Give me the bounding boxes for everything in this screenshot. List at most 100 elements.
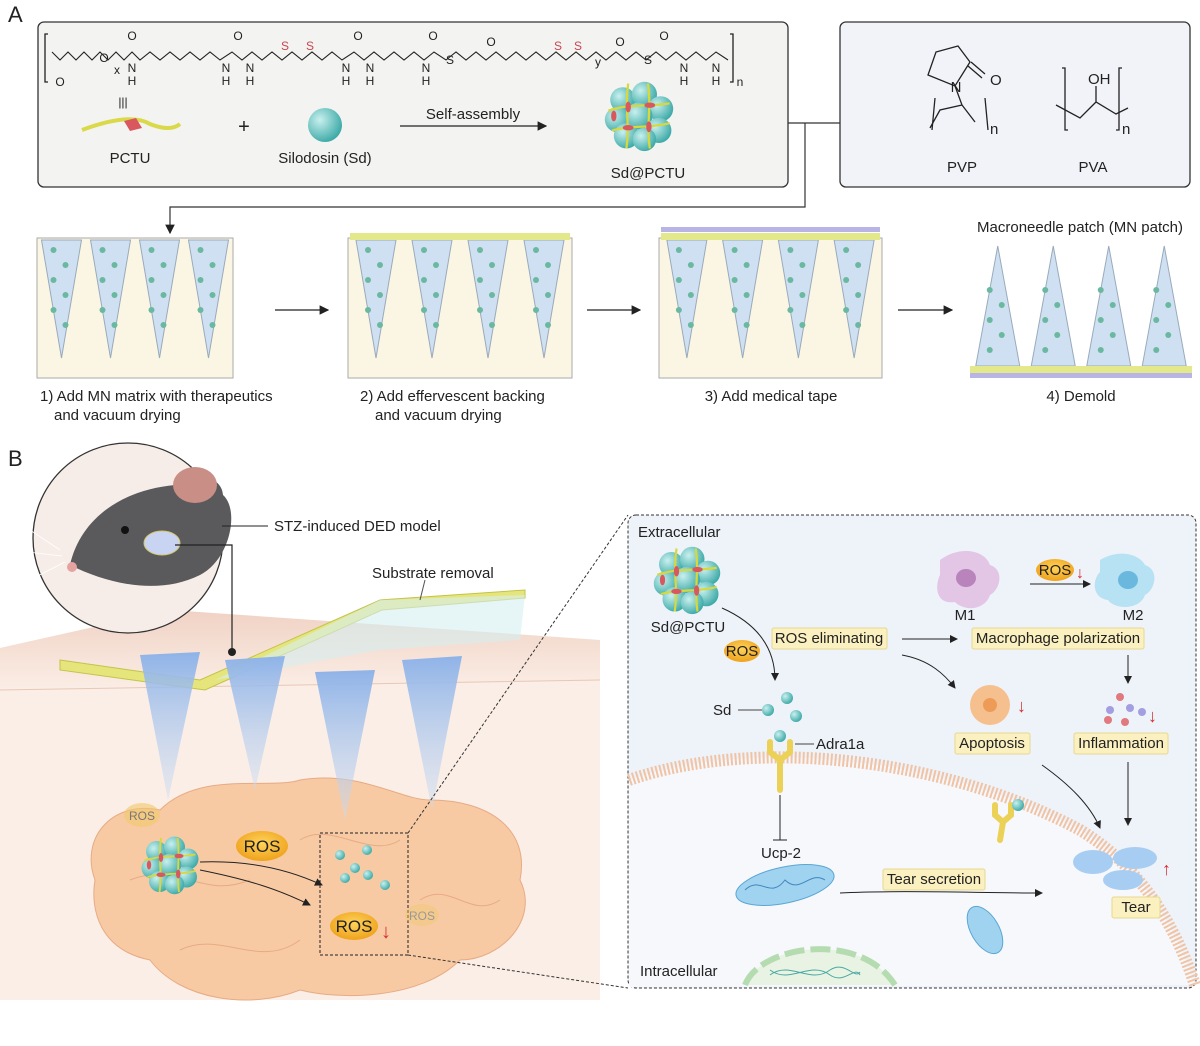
adra1a-receptor-icon [992, 802, 1014, 843]
atom-label: N [246, 61, 255, 75]
decrease-arrow: ↓ [381, 921, 391, 943]
step-1-illustration [36, 237, 234, 379]
atom-label: O [615, 35, 624, 49]
m2-label: M2 [1123, 607, 1144, 624]
step-4-illustration [970, 245, 1192, 378]
disulfide-icon [124, 118, 142, 131]
adra1a-receptor-icon [767, 739, 793, 793]
cristae [744, 877, 826, 891]
microneedle-icon [402, 656, 462, 810]
m1-label: M1 [955, 607, 976, 624]
decrease-arrow: ↓ [1076, 565, 1084, 582]
atom-label: S [281, 39, 289, 53]
ros-badge-faded [124, 803, 160, 827]
nanoparticle-label: Sd@PCTU [611, 165, 685, 182]
tear-label: Tear [1121, 899, 1150, 916]
atom-label: N [128, 61, 137, 75]
pva-oh: OH [1088, 71, 1111, 88]
model-label: STZ-induced DED model [274, 518, 441, 535]
arrow [839, 888, 1043, 897]
ros-eliminating-label: ROS eliminating [775, 630, 883, 647]
self-assembly-label: Self-assembly [426, 106, 521, 123]
atom-label: H [422, 74, 431, 88]
decrease-arrow: ↓ [1148, 706, 1157, 726]
apoptosis-box [954, 732, 1031, 755]
pva-subscript: n [1122, 121, 1130, 138]
m1-nucleus [956, 569, 976, 587]
tear-secretion-box [882, 868, 986, 891]
atom-label: O [353, 29, 362, 43]
inhibition-line [773, 795, 787, 841]
pvp-n-atom: N [951, 79, 962, 96]
pva-label: PVA [1079, 159, 1108, 176]
step-1-label-line2: and vacuum drying [54, 407, 181, 424]
increase-arrow: ↑ [1162, 859, 1171, 879]
ros-label-faded: ROS [409, 909, 435, 923]
pvp-subscript: n [990, 121, 998, 138]
microneedle-icon [315, 670, 375, 820]
triple-bond-symbol: ||| [118, 95, 127, 109]
tear-droplets-icon [1073, 847, 1157, 890]
sd-label: Sd [713, 702, 731, 719]
atom-label: x [114, 63, 120, 77]
model-pointer-line [175, 544, 233, 652]
atom-label: O [55, 75, 64, 89]
ros-badge-faded [405, 904, 439, 926]
atom-label: O [659, 29, 668, 43]
step-3-label: 3) Add medical tape [705, 388, 838, 405]
silodosin-particles [762, 692, 802, 742]
pctu-box [37, 21, 789, 188]
cytokines-icon [1104, 693, 1146, 726]
step-4-label: 4) Demold [1046, 388, 1115, 405]
step-2-label-line2: and vacuum drying [375, 407, 502, 424]
patch-title: Macroneedle patch (MN patch) [977, 219, 1183, 236]
atom-label: O [428, 29, 437, 43]
ros-label: ROS [1039, 562, 1072, 579]
atom-label: O [233, 29, 242, 43]
atom-label: S [446, 53, 454, 67]
step-2-label-line1: 2) Add effervescent backing [360, 388, 545, 405]
dna-icon [769, 966, 861, 979]
step-3-illustration [658, 227, 883, 379]
panel-a-letter: A [8, 2, 23, 27]
atom-label: H [712, 74, 721, 88]
ros-eliminating-box [771, 627, 888, 650]
atom-label: H [246, 74, 255, 88]
atom-label: N [342, 61, 351, 75]
mitochondrion-icon [735, 864, 835, 906]
ros-badge [330, 912, 378, 940]
extracellular-label: Extracellular [638, 524, 721, 541]
arrow [199, 861, 323, 886]
nanoparticle-label: Sd@PCTU [651, 619, 725, 636]
atom-label: H [128, 74, 137, 88]
silodosin-icon [308, 108, 342, 142]
zoom-line [407, 954, 629, 989]
polymer-box [839, 21, 1191, 188]
ros-label-faded: ROS [129, 809, 155, 823]
mouse-head-icon [9, 467, 232, 586]
arrow [901, 654, 956, 689]
atom-label: N [222, 61, 231, 75]
atom-label: N [422, 61, 431, 75]
pvp-label: PVP [947, 159, 977, 176]
ros-badge [236, 831, 288, 861]
atom-label: S [306, 39, 314, 53]
atom-label: H [366, 74, 375, 88]
atom-label: y [595, 55, 601, 69]
apoptotic-nucleus [983, 698, 997, 712]
silodosin-label: Silodosin (Sd) [278, 150, 371, 167]
atom-label: N [366, 61, 375, 75]
skin-block-illustration [0, 579, 601, 1001]
tear-box [1111, 896, 1161, 919]
substrate-removal-label: Substrate removal [372, 565, 494, 582]
ros-badge [1036, 559, 1074, 581]
atom-label: S [554, 39, 562, 53]
atom-label: O [486, 35, 495, 49]
ros-label: ROS [726, 643, 759, 660]
pctu-label: PCTU [110, 150, 151, 167]
silodosin-particles [335, 845, 390, 890]
atom-label: H [342, 74, 351, 88]
atom-label: H [680, 74, 689, 88]
